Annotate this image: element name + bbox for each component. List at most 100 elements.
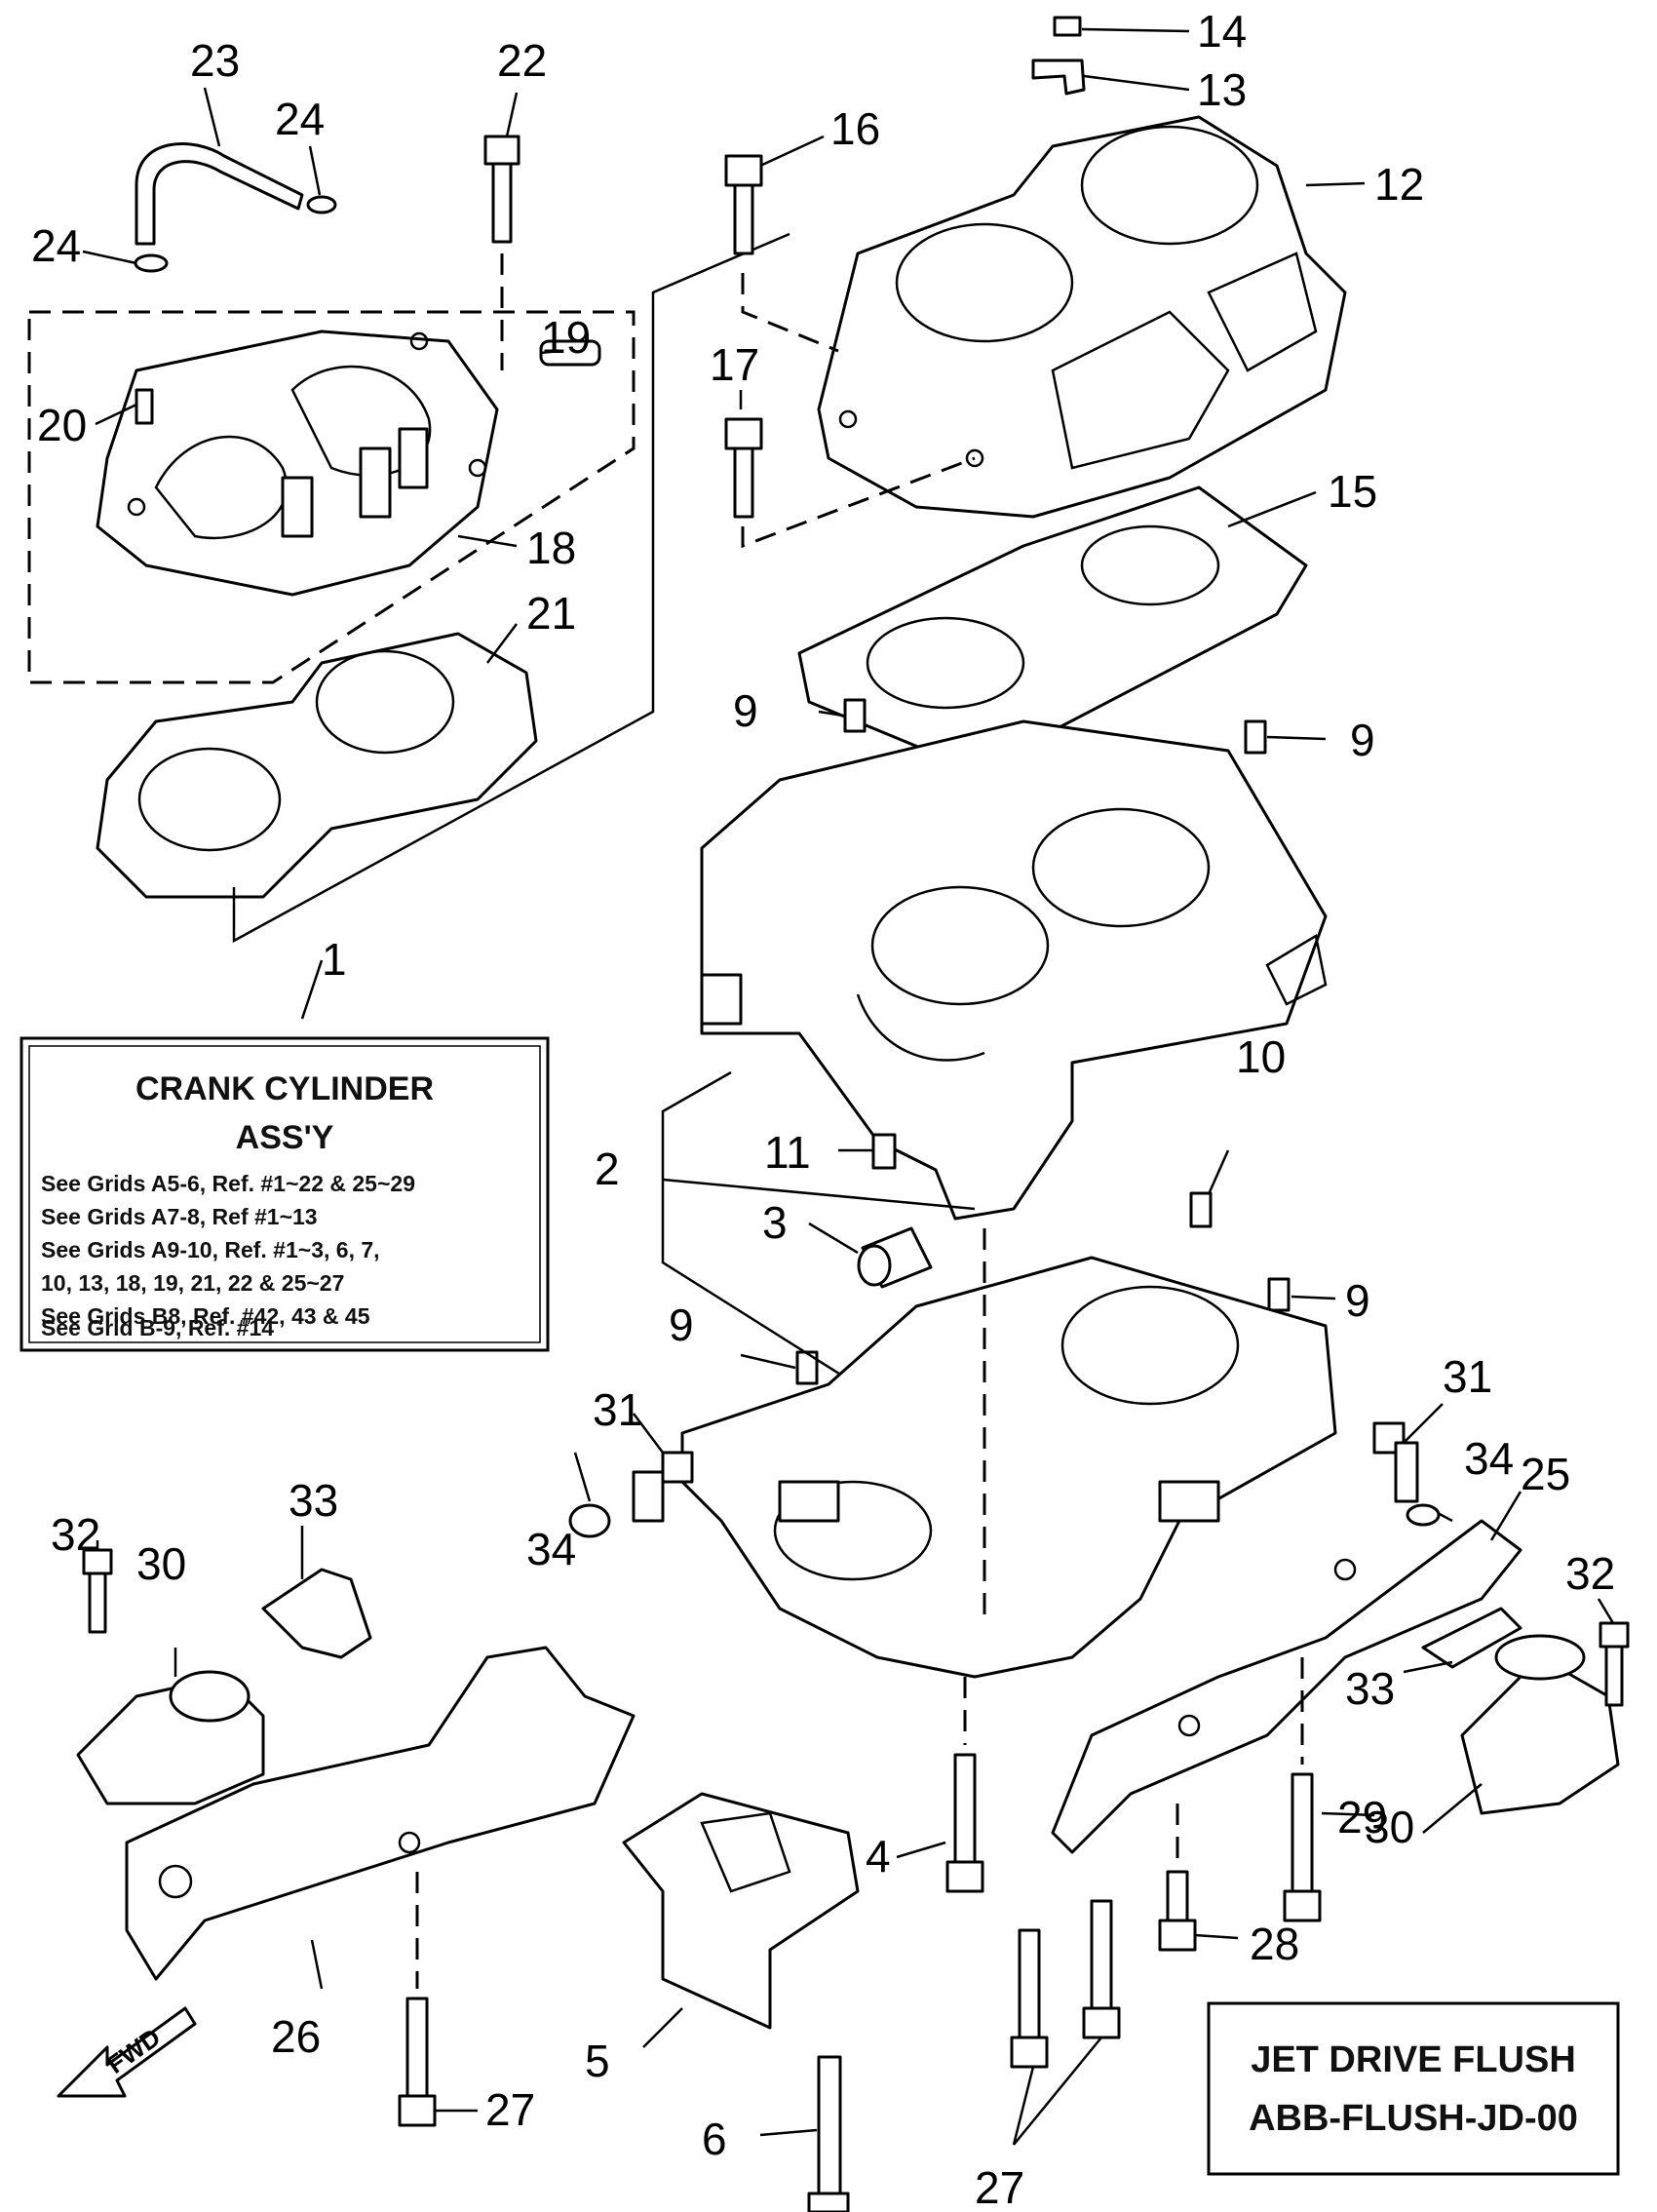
shim <box>261 1568 372 1659</box>
bolt <box>1158 1870 1197 1952</box>
callout-30a: 30 <box>136 1538 186 1589</box>
callout-34b: 34 <box>1464 1433 1514 1484</box>
callout-18: 18 <box>526 523 576 573</box>
info-box-subtitle: ASS'Y <box>236 1119 334 1156</box>
info-box-line: See Grids A9-10, Ref. #1~3, 6, 7, <box>41 1237 380 1262</box>
bolt <box>632 1451 694 1523</box>
shim <box>1421 1607 1522 1669</box>
upper-crankcase <box>700 719 1328 1221</box>
callout-15: 15 <box>1328 466 1377 517</box>
clip <box>134 253 169 273</box>
clamp <box>1031 58 1086 96</box>
dowel-pin <box>1189 1191 1213 1228</box>
callout-bracket <box>232 232 790 944</box>
info-box-title: CRANK CYLINDER <box>135 1070 434 1107</box>
callout-13: 13 <box>1197 64 1247 115</box>
washer <box>1406 1503 1441 1527</box>
bolt <box>1010 1928 1049 2069</box>
engine-mount-bracket <box>1051 1519 1522 1854</box>
alignment-line <box>741 456 976 549</box>
flush-box-line2: ABB-FLUSH-JD-00 <box>1249 2098 1578 2139</box>
info-box: CRANK CYLINDER ASS'Y See Grids A5-6, Ref… <box>19 1036 550 1352</box>
callout-31b: 31 <box>1443 1351 1492 1402</box>
callout-24b: 24 <box>31 220 81 271</box>
callout-bracket <box>662 1178 976 1211</box>
callout-22: 22 <box>497 35 547 86</box>
bolt <box>1599 1621 1630 1649</box>
bushing <box>857 1226 933 1289</box>
callout-bracket <box>661 1070 888 1406</box>
bolt <box>1082 1899 1121 2039</box>
info-box-line: See Grid B-9, Ref. #14 <box>41 1315 274 1340</box>
callout-33b: 33 <box>1345 1663 1395 1714</box>
callout-9a: 9 <box>733 685 758 736</box>
engine-mount <box>76 1670 265 1805</box>
dowel-pin <box>1244 719 1267 755</box>
bolt <box>1604 1645 1624 1707</box>
hose <box>135 142 304 246</box>
callout-9d: 9 <box>669 1300 694 1350</box>
info-box-line: 10, 13, 18, 19, 21, 22 & 25~27 <box>41 1270 344 1296</box>
callout-1: 1 <box>322 934 347 985</box>
callout-29: 29 <box>1337 1792 1387 1843</box>
dowel-pin <box>135 388 154 425</box>
callout-6: 6 <box>702 2114 727 2164</box>
callout-24a: 24 <box>275 94 325 144</box>
callout-3: 3 <box>762 1197 788 1248</box>
alignment-line <box>741 273 839 353</box>
bolt <box>724 417 763 519</box>
callout-19: 19 <box>541 312 591 363</box>
callout-34a: 34 <box>526 1524 576 1574</box>
callout-14: 14 <box>1197 6 1247 57</box>
callout-4: 4 <box>866 1831 891 1882</box>
bolt <box>807 2055 850 2212</box>
dowel-pin <box>871 1133 897 1170</box>
dowel-pin <box>1267 1277 1291 1312</box>
callout-27a: 27 <box>485 2084 535 2135</box>
cylinder-block <box>817 115 1347 519</box>
callout-26: 26 <box>271 2011 321 2062</box>
bolt <box>724 154 763 255</box>
callout-20: 20 <box>37 400 87 450</box>
callout-17: 17 <box>710 339 759 390</box>
bolt <box>483 135 520 370</box>
callout-23: 23 <box>190 35 240 86</box>
callout-10: 10 <box>1236 1031 1286 1082</box>
forward-arrow-icon: FWD <box>57 2006 197 2098</box>
callout-31a: 31 <box>593 1384 642 1435</box>
callout-25: 25 <box>1521 1449 1570 1499</box>
leader-lines <box>82 27 1615 2146</box>
dowel-pin <box>843 698 867 733</box>
callout-9c: 9 <box>1345 1275 1370 1326</box>
bolt <box>945 1753 984 1893</box>
bolt <box>1372 1421 1419 1503</box>
callout-12: 12 <box>1374 159 1424 210</box>
mount-block <box>622 1792 860 2030</box>
callout-numbers: 1 2 3 4 5 6 9 9 9 9 10 11 12 13 14 15 16… <box>31 6 1615 2212</box>
callout-30b: 30 <box>1365 1802 1414 1852</box>
clip <box>306 195 337 214</box>
callout-32a: 32 <box>51 1509 100 1560</box>
head-gasket <box>96 632 538 899</box>
callout-2: 2 <box>595 1144 620 1194</box>
bolt <box>398 1997 437 2127</box>
washer <box>568 1503 611 1538</box>
callout-33a: 33 <box>289 1475 338 1526</box>
engine-mount <box>1460 1634 1620 1815</box>
flush-box: JET DRIVE FLUSH ABB-FLUSH-JD-00 <box>1207 2001 1620 2176</box>
cylinder-head-cover <box>27 310 636 684</box>
bolt <box>1283 1772 1322 1922</box>
info-box-line: See Grids A7-8, Ref #1~13 <box>41 1204 318 1229</box>
callout-21: 21 <box>526 588 576 639</box>
callout-28: 28 <box>1250 1919 1299 1969</box>
info-box-line: See Grids A5-6, Ref. #1~22 & 25~29 <box>41 1171 415 1196</box>
info-box-line: See Grids B8, Ref. #42, 43 & 45 <box>41 1303 370 1329</box>
bolt <box>88 1572 107 1634</box>
callout-32b: 32 <box>1565 1548 1615 1599</box>
callout-5: 5 <box>585 2036 610 2086</box>
screw <box>1053 16 1082 37</box>
callout-11: 11 <box>764 1127 811 1178</box>
flush-box-line1: JET DRIVE FLUSH <box>1251 2039 1576 2080</box>
callout-27b: 27 <box>975 2162 1024 2212</box>
